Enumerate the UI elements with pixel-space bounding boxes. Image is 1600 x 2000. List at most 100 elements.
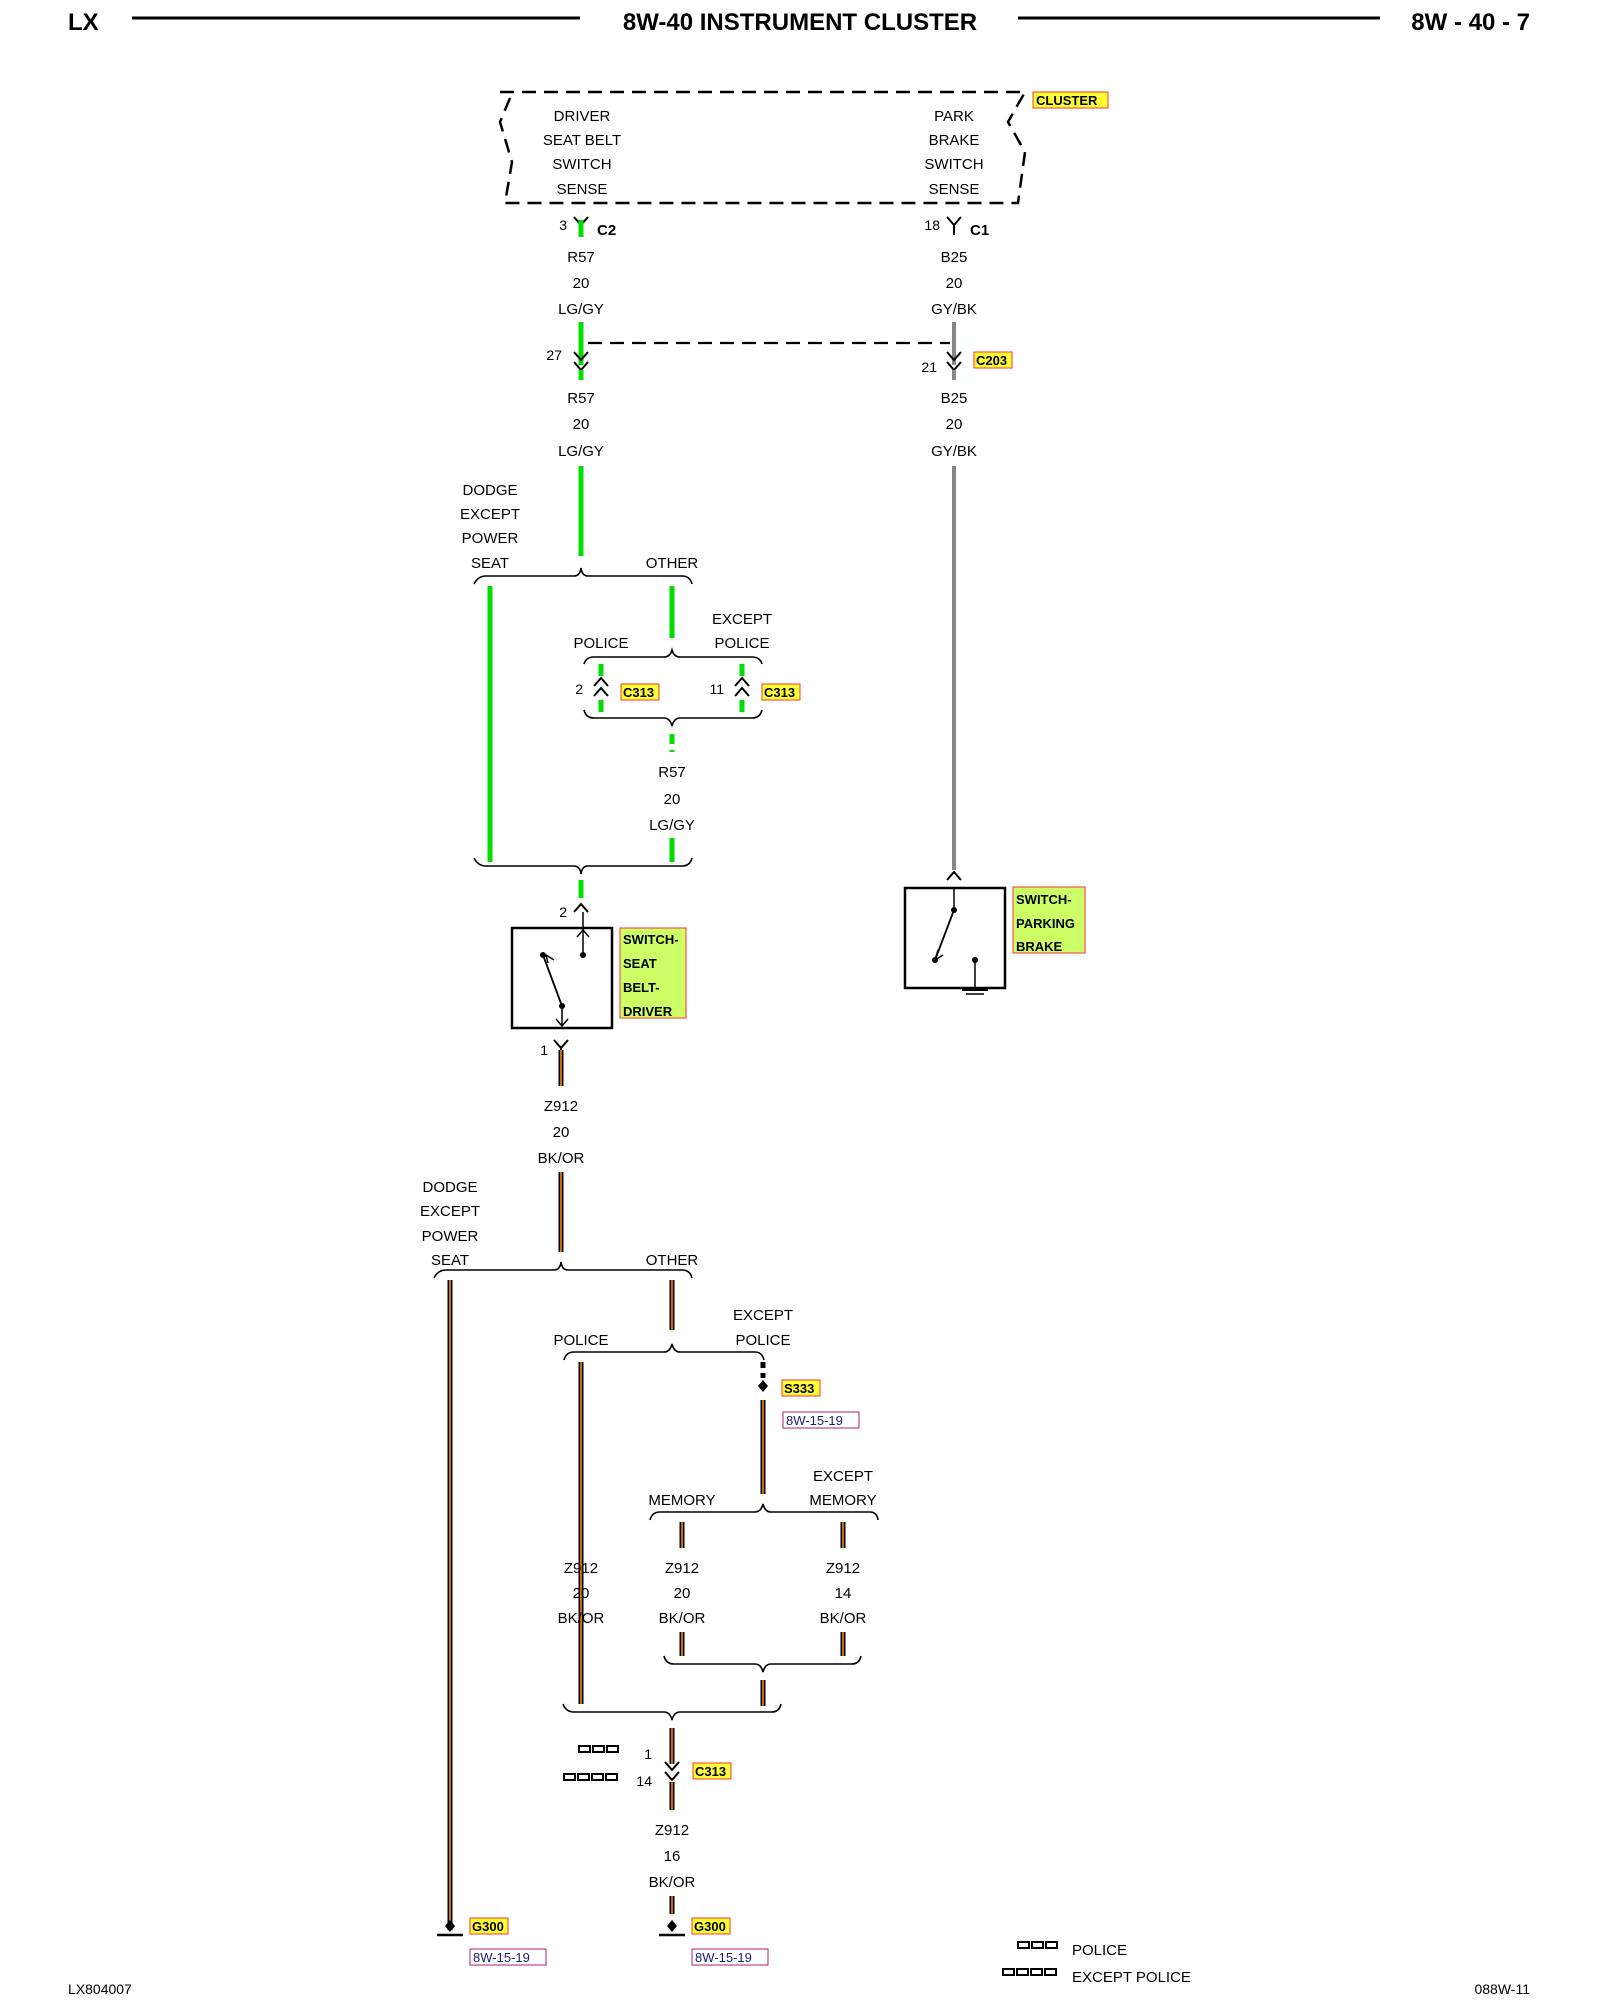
- splice-s333: S333 8W-15-19: [758, 1362, 860, 1494]
- legend-except-police-icon: [1002, 1968, 1057, 1976]
- svg-text:G300: G300: [472, 1919, 504, 1934]
- svg-text:POLICE: POLICE: [714, 635, 769, 652]
- legend-police-label: POLICE: [1072, 1942, 1127, 1959]
- instrument-cluster: CLUSTER DRIVER SEAT BELT SWITCH SENSE PA…: [498, 90, 1109, 205]
- svg-text:20: 20: [674, 1585, 691, 1602]
- svg-text:SWITCH-: SWITCH-: [623, 932, 679, 947]
- svg-text:11: 11: [709, 681, 724, 697]
- page-number: 8W - 40 - 7: [1411, 9, 1530, 36]
- connector-c203: 27 21 C203: [546, 322, 1013, 380]
- except-police-connector-icon: [563, 1773, 618, 1781]
- svg-text:G300: G300: [694, 1919, 726, 1934]
- connector-c313-bottom: 1 14 C313: [563, 1728, 732, 1810]
- cluster-right-label-3: SWITCH: [924, 156, 983, 173]
- svg-text:EXCEPT: EXCEPT: [712, 611, 772, 628]
- legend-police-icon: [1017, 1941, 1058, 1949]
- svg-text:8W-15-19: 8W-15-19: [695, 1950, 752, 1965]
- svg-text:OTHER: OTHER: [646, 555, 699, 572]
- svg-text:21: 21: [921, 359, 937, 375]
- svg-text:LG/GY: LG/GY: [649, 817, 695, 834]
- wire-label-b25-a: B25 20 GY/BK: [931, 249, 977, 318]
- svg-text:14: 14: [636, 1773, 652, 1789]
- svg-text:LG/GY: LG/GY: [558, 443, 604, 460]
- svg-text:BK/OR: BK/OR: [538, 1150, 585, 1167]
- branch-2-police: POLICE EXCEPT POLICE: [553, 1307, 793, 1361]
- svg-text:EXCEPT: EXCEPT: [460, 506, 520, 523]
- svg-text:Z912: Z912: [564, 1560, 598, 1577]
- svg-text:C313: C313: [764, 685, 795, 700]
- svg-text:POLICE: POLICE: [735, 1332, 790, 1349]
- svg-text:EXCEPT: EXCEPT: [733, 1307, 793, 1324]
- legend: POLICE EXCEPT POLICE: [1002, 1941, 1191, 1986]
- svg-text:20: 20: [946, 416, 963, 433]
- footer-left: LX804007: [68, 1981, 132, 1997]
- wire-label-z912-e: Z912 16 BK/OR: [649, 1822, 696, 1891]
- svg-text:S333: S333: [784, 1381, 814, 1396]
- branch-2-memory: MEMORY EXCEPT MEMORY: [648, 1468, 879, 1521]
- header-left: LX: [68, 9, 99, 36]
- branch-1-police: POLICE EXCEPT POLICE: [573, 611, 772, 665]
- wire-label-b25-b: B25 20 GY/BK: [931, 390, 977, 460]
- svg-text:BK/OR: BK/OR: [659, 1610, 706, 1627]
- page-header: LX 8W-40 INSTRUMENT CLUSTER 8W - 40 - 7: [68, 9, 1530, 36]
- svg-text:3: 3: [559, 217, 567, 233]
- svg-text:8W-15-19: 8W-15-19: [473, 1950, 530, 1965]
- cluster-pin-c1: 18 C1: [924, 216, 989, 239]
- wire-label-r57-b: R57 20 LG/GY: [558, 390, 604, 460]
- cluster-right-label-1: PARK: [934, 108, 974, 125]
- svg-text:POLICE: POLICE: [573, 635, 628, 652]
- ground-g300-left: G300 8W-15-19: [437, 1917, 547, 1966]
- svg-text:C2: C2: [597, 222, 616, 239]
- svg-text:OTHER: OTHER: [646, 1252, 699, 1269]
- wire-label-z912-a: Z912 20 BK/OR: [538, 1098, 585, 1167]
- svg-text:C203: C203: [976, 353, 1007, 368]
- branch-2-memory-join: [663, 1655, 862, 1673]
- svg-text:18: 18: [924, 217, 940, 233]
- svg-text:SWITCH-: SWITCH-: [1016, 892, 1072, 907]
- svg-text:POWER: POWER: [422, 1228, 479, 1245]
- cluster-tag: CLUSTER: [1036, 93, 1098, 108]
- svg-text:DODGE: DODGE: [422, 1179, 477, 1196]
- seatbelt-switch: 2 SWITCH- SEAT BELT- DRIVER 1: [510, 902, 687, 1058]
- svg-text:BRAKE: BRAKE: [1016, 939, 1063, 954]
- svg-text:27: 27: [546, 347, 562, 363]
- wire-label-z912-d: Z912 14 BK/OR: [820, 1560, 867, 1627]
- branch-1-join: [473, 857, 693, 875]
- svg-text:DRIVER: DRIVER: [623, 1004, 673, 1019]
- svg-text:POWER: POWER: [462, 530, 519, 547]
- svg-text:MEMORY: MEMORY: [648, 1492, 715, 1509]
- svg-text:2: 2: [575, 681, 583, 697]
- svg-text:20: 20: [946, 275, 963, 292]
- svg-text:BK/OR: BK/OR: [820, 1610, 867, 1627]
- svg-text:SEAT: SEAT: [623, 956, 657, 971]
- legend-except-police-label: EXCEPT POLICE: [1072, 1969, 1191, 1986]
- svg-text:20: 20: [573, 1585, 590, 1602]
- svg-text:EXCEPT: EXCEPT: [420, 1203, 480, 1220]
- cluster-left-label-4: SENSE: [557, 181, 608, 198]
- branch-2-police-join: [562, 1703, 782, 1721]
- cluster-left-label-1: DRIVER: [554, 108, 611, 125]
- svg-text:GY/BK: GY/BK: [931, 301, 977, 318]
- cluster-right-label-4: SENSE: [929, 181, 980, 198]
- police-connector-icon: [578, 1745, 619, 1753]
- svg-text:C313: C313: [695, 1764, 726, 1779]
- svg-text:DODGE: DODGE: [462, 482, 517, 499]
- svg-text:PARKING: PARKING: [1016, 916, 1075, 931]
- wire-label-z912-c: Z912 20 BK/OR: [659, 1560, 706, 1627]
- svg-text:Z912: Z912: [826, 1560, 860, 1577]
- svg-text:R57: R57: [658, 764, 686, 781]
- svg-text:20: 20: [573, 416, 590, 433]
- svg-text:1: 1: [540, 1042, 548, 1058]
- svg-text:14: 14: [835, 1585, 852, 1602]
- wire-z912-memory-lower: [679, 1632, 846, 1656]
- parking-brake-switch: SWITCH- PARKING BRAKE: [903, 870, 1086, 995]
- svg-text:16: 16: [664, 1848, 681, 1865]
- svg-text:2: 2: [559, 904, 567, 920]
- wire-label-z912-b: Z912 20 BK/OR: [558, 1560, 605, 1627]
- wire-label-r57-a: R57 20 LG/GY: [558, 249, 604, 318]
- svg-text:EXCEPT: EXCEPT: [813, 1468, 873, 1485]
- cluster-left-label-2: SEAT BELT: [543, 132, 621, 149]
- branch-2: DODGE EXCEPT POWER SEAT OTHER: [420, 1179, 699, 1279]
- svg-text:BELT-: BELT-: [623, 980, 660, 995]
- svg-text:R57: R57: [567, 249, 595, 266]
